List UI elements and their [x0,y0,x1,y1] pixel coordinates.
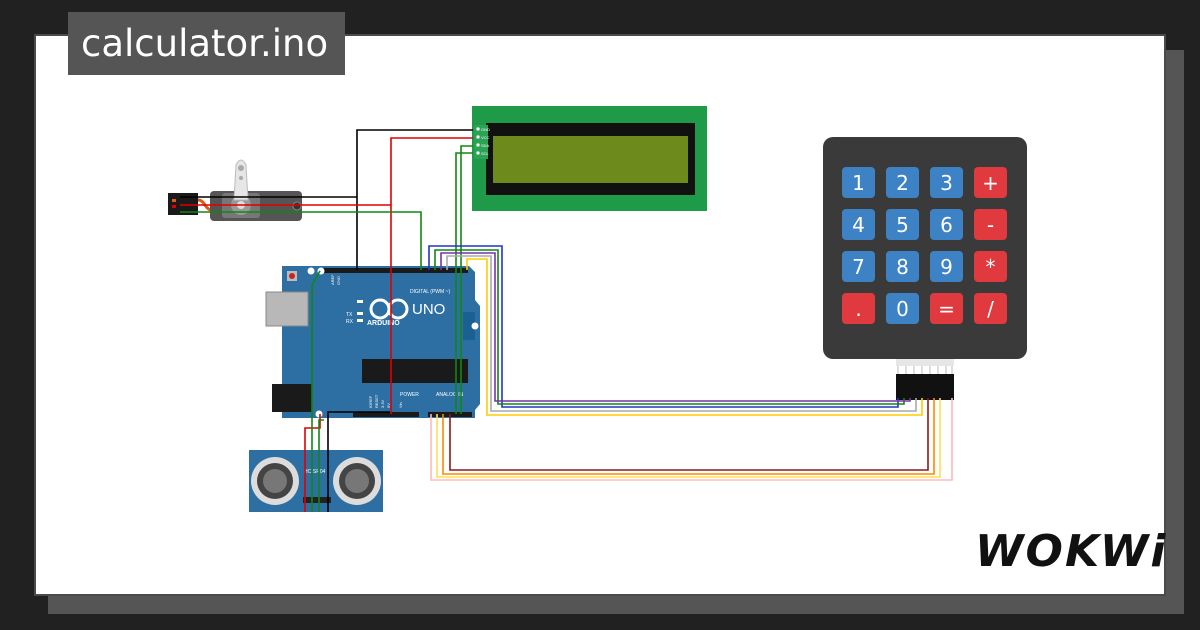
wire-key-1 [428,245,899,408]
lcd-pin-scl: SCL [481,151,490,156]
keypad-key-face [886,167,919,198]
wires [180,129,953,512]
keypad-key-label: 9 [940,255,953,279]
keypad-key-label: / [987,297,994,321]
board-name: UNO [412,301,445,318]
keypad-key[interactable]: - [974,209,1007,240]
keypad-key[interactable]: 2 [886,167,919,198]
arduino-uno-board[interactable]: UNO ARDUINO DIGITAL (PWM ~) POWER ANALOG… [265,266,480,418]
lcd-pin-sda: SDA [481,143,490,148]
digital-label: DIGITAL (PWM ~) [410,289,450,295]
power-label: POWER [400,392,419,398]
wire-sensor-trig [311,270,321,512]
reset-label: RESET [374,394,379,408]
wire-key-4 [446,255,917,412]
wire-key-6 [449,398,929,471]
wire-key-7 [442,398,935,475]
keypad-key-label: * [986,255,996,279]
keypad-key-face [842,293,875,324]
ultrasonic-sensor[interactable]: HC-SR04 [249,450,383,512]
v5-label: 5V [386,403,391,408]
wokwi-logo: WOKWi [975,526,1168,577]
keypad-key-label: 7 [852,255,865,279]
keypad-key-face [974,167,1007,198]
keypad-key-label: 2 [896,171,909,195]
keypad-key[interactable]: 0 [886,293,919,324]
wire-key-9 [430,398,953,481]
sensor-label: HC-SR04 [304,469,326,475]
keypad-key[interactable]: 4 [842,209,875,240]
keypad-key-face [974,293,1007,324]
ioref-label: IOREF [368,395,373,408]
keypad-key-face [842,167,875,198]
wire-key-3 [440,252,911,402]
keypad-key[interactable]: 5 [886,209,919,240]
keypad-key[interactable]: . [842,293,875,324]
keypad-key-face [930,209,963,240]
board-maker: ARDUINO [367,320,400,327]
keypad-key-face [974,251,1007,282]
keypad-key[interactable]: 1 [842,167,875,198]
keypad-key-label: 4 [852,213,865,237]
keypad-key-label: + [982,171,999,195]
lcd-pin-vcc: VCC [481,135,490,140]
project-title[interactable]: calculator.ino [68,12,345,75]
keypad-key[interactable]: * [974,251,1007,282]
keypad-key[interactable]: 3 [930,167,963,198]
wire-key-2 [434,249,905,405]
tx-label: TX [346,312,353,318]
rx-label: RX [346,319,354,325]
aref-label: AREF [330,274,335,285]
wire-key-5 [466,258,923,416]
keypad-key-face [930,251,963,282]
v33-label: 3.3V [380,399,385,408]
keypad-key-label: 0 [896,297,909,321]
keypad-key[interactable]: 9 [930,251,963,282]
wire-sensor-gnd [327,411,390,512]
keypad-key-label: . [855,297,861,321]
keypad-key-face [842,251,875,282]
keypad-key-label: 5 [896,213,909,237]
membrane-keypad[interactable]: 1 2 3 +4 5 6 - 7 8 9 *. 0 = / [823,137,1027,400]
keypad-key-face [842,209,875,240]
wire-servo-signal [180,211,422,270]
keypad-key-face [930,293,963,324]
keypad-key-label: 8 [896,255,909,279]
analog-label: ANALOG IN [436,392,464,398]
keypad-key[interactable]: 6 [930,209,963,240]
keypad-key-face [886,251,919,282]
wire-sensor-echo [318,419,324,512]
keypad-key[interactable]: + [974,167,1007,198]
keypad-key-label: 3 [940,171,953,195]
keypad-key[interactable]: / [974,293,1007,324]
wire-lcd-scl [455,152,473,414]
keypad-key-face [886,209,919,240]
lcd-display[interactable]: GND VCC SDA SCL [472,106,707,211]
keypad-key-face [886,293,919,324]
vin-label: Vin [398,402,403,408]
lcd-pin-gnd: GND [481,127,490,132]
wire-lcd-gnd [356,129,473,270]
keypad-key-label: = [938,297,955,321]
keypad-key[interactable]: 8 [886,251,919,282]
keypad-key-label: - [987,213,994,237]
wire-lcd-sda [460,145,473,414]
keypad-key-face [974,209,1007,240]
keypad-key-label: 6 [940,213,953,237]
wire-key-8 [436,398,941,478]
servo-motor[interactable] [168,159,302,221]
wire-lcd-vcc [390,137,473,414]
keypad-key-label: 1 [852,171,865,195]
keypad-key[interactable]: 7 [842,251,875,282]
keypad-key[interactable]: = [930,293,963,324]
keypad-key-face [930,167,963,198]
gnd-label: GND [336,276,341,285]
